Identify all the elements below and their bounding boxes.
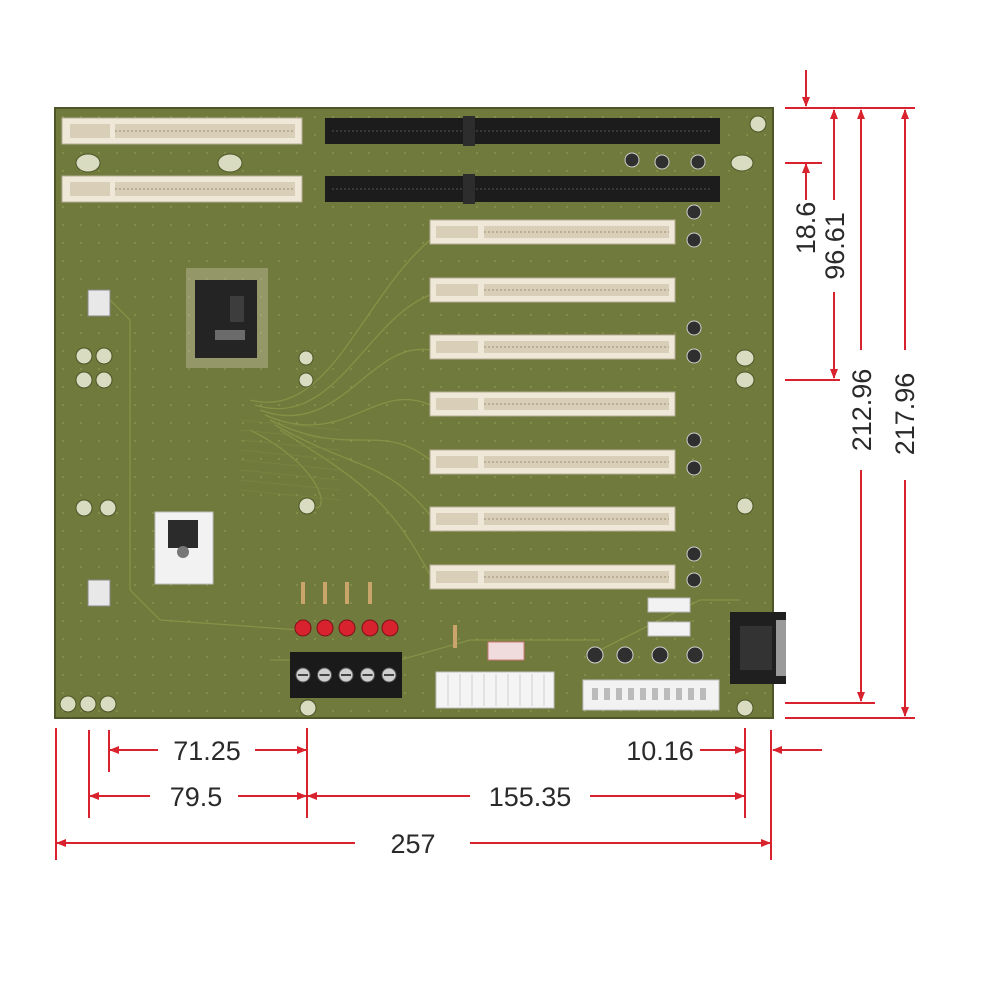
led-2 [316,619,334,637]
atx-power-connector [435,641,555,709]
resistors [301,582,457,648]
dimension-79-5: 79.5 [170,782,223,812]
header-connector [582,597,720,711]
backplane-board [54,107,786,719]
dimension-212-96: 212.96 [847,369,877,452]
power-terminal-block [290,652,402,698]
isa-slot-1 [325,116,720,146]
capacitors [586,152,706,664]
pci-slot-6 [429,506,676,532]
led-row [294,619,399,637]
led-3 [338,619,356,637]
bridge-chip [186,268,268,368]
dimension-155-35: 155.35 [489,782,572,812]
mounting-holes [59,115,767,717]
pci-slot-4 [429,391,676,417]
white-slot-top-2 [61,175,303,203]
dimension-217-96: 217.96 [890,373,920,456]
jumper-left-top [87,289,111,317]
voltage-regulator [154,511,214,585]
dimension-lines [55,70,915,860]
led-1 [294,619,312,637]
pci-slot-group [429,219,676,590]
pci-slot-3 [429,334,676,360]
dimension-96-61: 96.61 [820,212,850,280]
pci-slot-7 [429,564,676,590]
dimension-10-16: 10.16 [626,736,694,766]
db-connector [730,612,786,684]
dimension-257: 257 [390,829,435,859]
dimension-18-6: 18.6 [791,202,821,255]
led-5 [381,619,399,637]
jumper-left-bottom [87,579,111,607]
white-slot-top-1 [61,117,303,145]
dimension-71-25: 71.25 [173,736,241,766]
pci-slot-2 [429,277,676,303]
pci-slot-1 [429,219,676,245]
pci-slot-5 [429,449,676,475]
isa-slot-2 [325,174,720,204]
dimension-labels: 71.25 10.16 79.5 155.35 257 18.6 96.61 2… [170,202,920,859]
led-4 [361,619,379,637]
